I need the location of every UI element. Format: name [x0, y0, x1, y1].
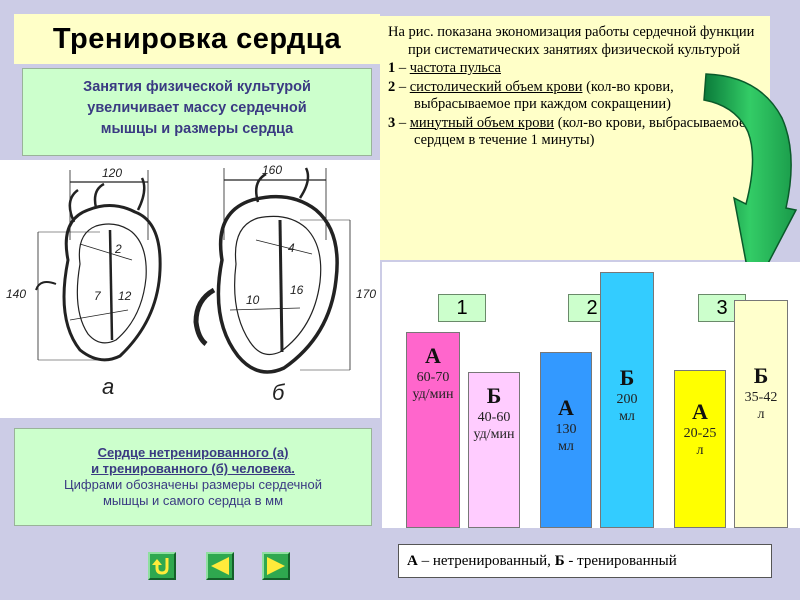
info-item-number: 3: [388, 114, 396, 131]
bar-group1-b: Б 40-60 уд/мин: [468, 372, 520, 528]
caption-line-3: Цифрами обозначены размеры сердечной: [64, 477, 322, 492]
right-label-4: 4: [288, 241, 295, 255]
subtitle-line-3: мышцы и размеры сердца: [100, 121, 294, 137]
comparison-chart: 1 2 3 А 60-70 уд/мин Б 40-60 уд/мин А 13…: [382, 262, 800, 542]
left-label-2: 2: [114, 242, 122, 256]
illustration-caption: Сердце нетренированного (а) и тренирован…: [14, 428, 372, 526]
bar-value: 60-70: [416, 370, 450, 385]
info-box: На рис. показана экономизация работы сер…: [380, 16, 770, 260]
heart-diagram: 120 140 2 7 12 а 160 170 4 10 16 б: [6, 163, 376, 405]
bar-group2-a: А 130 мл: [540, 352, 592, 528]
back-arrow-icon: [211, 557, 229, 575]
bar-letter: А: [425, 343, 441, 368]
left-label-12: 12: [118, 289, 132, 303]
info-item-1: 1 – частота пульса: [380, 60, 762, 78]
forward-arrow-icon: [267, 557, 285, 575]
left-heart-letter: а: [102, 374, 114, 399]
legend-b-letter: Б: [554, 553, 565, 569]
bar-value: 20-25: [683, 426, 717, 441]
caption-line-4: мышцы и самого сердца в мм: [102, 493, 284, 508]
bar-unit: мл: [619, 409, 635, 424]
right-width-label: 160: [262, 163, 282, 177]
right-heart-outline: [216, 194, 339, 374]
right-height-label: 170: [356, 287, 376, 301]
right-label-10: 10: [246, 293, 260, 307]
caption-line-2: и тренированного (б) человека.: [91, 461, 295, 476]
page-title: Тренировка сердца: [14, 14, 380, 64]
back-button[interactable]: [206, 552, 234, 580]
info-item-term: минутный объем крови: [409, 114, 555, 131]
legend-a-text: – нетренированный,: [417, 553, 555, 569]
bar-unit: уд/мин: [473, 427, 515, 442]
heart-illustration: 120 140 2 7 12 а 160 170 4 10 16 б: [0, 160, 380, 418]
forward-button[interactable]: [262, 552, 290, 580]
bar-group3-b: Б 35-42 л: [734, 300, 788, 528]
subtitle-box: Занятия физической культурой увеличивает…: [22, 68, 372, 156]
left-label-7: 7: [94, 289, 102, 303]
group-label-1: 1: [438, 294, 486, 322]
bar-value: 40-60: [477, 410, 511, 425]
subtitle-line-2: увеличивает массу сердечной: [87, 100, 307, 116]
right-heart-letter: б: [272, 380, 286, 405]
bar-value: 130: [555, 422, 577, 437]
bar-unit: мл: [558, 439, 574, 454]
bar-letter: Б: [486, 383, 502, 408]
left-width-label: 120: [102, 166, 122, 180]
info-item-number: 1: [388, 60, 396, 76]
info-item-term: систолический объем крови: [409, 78, 583, 95]
bar-letter: А: [692, 399, 708, 424]
return-icon: [152, 558, 169, 575]
legend-b-text: - тренированный: [564, 553, 677, 569]
bar-group2-b: Б 200 мл: [600, 272, 654, 528]
info-item-rest: (кол-во крови, выбрасываемое при каждом …: [414, 78, 674, 113]
curved-arrow-icon: [703, 73, 798, 297]
bar-value: 200: [616, 392, 638, 407]
return-button[interactable]: [148, 552, 176, 580]
bar-unit: уд/мин: [412, 387, 454, 402]
subtitle-line-1: Занятия физической культурой: [83, 79, 311, 95]
right-label-16: 16: [290, 283, 304, 297]
info-item-dash: –: [395, 78, 410, 95]
bar-group1-a: А 60-70 уд/мин: [406, 332, 460, 528]
info-item-number: 2: [388, 78, 396, 95]
left-height-label: 140: [6, 287, 26, 301]
legend-a-letter: А: [407, 553, 418, 569]
info-item-dash: –: [395, 60, 410, 76]
bar-unit: л: [696, 443, 704, 458]
bar-group3-a: А 20-25 л: [674, 370, 726, 528]
chart-legend: А – нетренированный, Б - тренированный: [398, 544, 772, 578]
bar-unit: л: [757, 407, 765, 422]
bar-letter: А: [558, 395, 574, 420]
info-item-dash: –: [395, 114, 410, 131]
bar-letter: Б: [619, 365, 635, 390]
bar-letter: Б: [753, 363, 769, 388]
info-item-3: 3 – минутный объем крови (кол-во крови, …: [380, 115, 762, 150]
left-heart-outline: [62, 204, 162, 362]
bar-value: 35-42: [744, 390, 778, 405]
info-item-term: частота пульса: [409, 60, 501, 76]
info-item-2: 2 – систолический объем крови (кол-во кр…: [380, 79, 762, 114]
info-intro: На рис. показана экономизация работы сер…: [388, 24, 755, 58]
caption-line-1: Сердце нетренированного (а): [97, 445, 289, 460]
info-item-rest: (кол-во крови, выбрасываемое сердцем в т…: [414, 114, 746, 149]
